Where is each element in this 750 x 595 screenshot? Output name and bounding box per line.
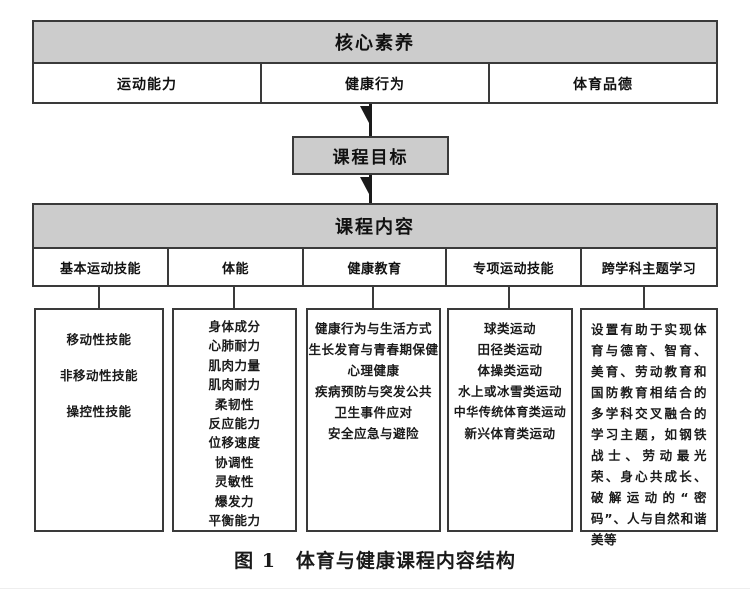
detail-box-physical-fitness: 身体成分 心肺耐力 肌肉力量 肌肉耐力 柔韧性 反应能力 位移速度 协调性 灵敏… xyxy=(172,308,297,532)
list-item: 田径类运动 xyxy=(477,342,543,357)
connector-column-3 xyxy=(372,287,374,308)
list-item: 安全应急与避险 xyxy=(327,426,419,441)
list-item: 生长发育与青春期保健 xyxy=(308,342,439,357)
core-literacy-cell-motor-ability: 运动能力 xyxy=(34,64,262,104)
arrow-shaft-literacy-to-goal xyxy=(369,104,372,136)
list-item: 操控性技能 xyxy=(66,404,132,419)
list-item: 肌肉力量 xyxy=(208,357,261,373)
detail-box-specialized-sports-skills: 球类运动 田径类运动 体操类运动 水上或冰雪类运动 中华传统体育类运动 新兴体育… xyxy=(447,308,573,532)
column-header-health-education: 健康教育 xyxy=(304,249,447,285)
list-item: 健康行为与生活方式 xyxy=(314,321,432,336)
detail-box-health-education: 健康行为与生活方式 生长发育与青春期保健 心理健康 疾病预防与突发公共卫生事件应… xyxy=(306,308,441,532)
list-item: 新兴体育类运动 xyxy=(464,426,556,441)
connector-column-5 xyxy=(643,287,645,308)
list-item: 肌肉耐力 xyxy=(208,377,261,393)
list-item: 球类运动 xyxy=(483,321,536,336)
list-item: 爆发力 xyxy=(214,493,254,509)
interdisciplinary-themes-paragraph: 设置有助于实现体育与德育、智育、美育、劳动教育和国防教育相结合的多学科交叉融合的… xyxy=(591,322,707,547)
connector-column-2 xyxy=(233,287,235,308)
arrow-shaft-goal-to-content xyxy=(369,175,372,203)
list-item: 移动性技能 xyxy=(66,332,132,347)
core-literacy-cell-sports-morality: 体育品德 xyxy=(573,77,633,93)
list-item: 平衡能力 xyxy=(208,513,261,529)
detail-list-basic-motor-skills: 移动性技能 非移动性技能 操控性技能 xyxy=(36,320,162,428)
list-item: 心理健康 xyxy=(347,363,400,378)
detail-box-interdisciplinary-themes: 设置有助于实现体育与德育、智育、美育、劳动教育和国防教育相结合的多学科交叉融合的… xyxy=(580,308,718,547)
core-literacy-title: 核心素养 xyxy=(34,22,716,64)
list-item: 中华传统体育类运动 xyxy=(453,405,567,419)
detail-box-basic-motor-skills: 移动性技能 非移动性技能 操控性技能 xyxy=(34,308,164,532)
detail-list-specialized-sports-skills: 球类运动 田径类运动 体操类运动 水上或冰雪类运动 中华传统体育类运动 新兴体育… xyxy=(449,318,571,444)
list-item: 非移动性技能 xyxy=(59,368,138,383)
list-item: 身体成分 xyxy=(208,319,261,334)
core-literacy-cell-health-behavior: 健康行为 xyxy=(262,64,490,104)
core-literacy-table: 核心素养 运动能力 健康行为 体育品德 xyxy=(32,20,718,104)
list-item: 体操类运动 xyxy=(477,363,543,378)
course-content-table: 课程内容 基本运动技能 体能 健康教育 专项运动技能 跨学科主题学习 xyxy=(32,203,718,287)
course-content-title: 课程内容 xyxy=(34,205,716,249)
figure-caption: 图 1 体育与健康课程内容结构 xyxy=(234,550,516,572)
column-header-specialized-sports-skills: 专项运动技能 xyxy=(447,249,582,285)
list-item: 反应能力 xyxy=(208,416,261,432)
course-goal-label: 课程目标 xyxy=(332,148,409,168)
detail-list-health-education: 健康行为与生活方式 生长发育与青春期保健 心理健康 疾病预防与突发公共卫生事件应… xyxy=(308,318,439,444)
list-item: 水上或冰雪类运动 xyxy=(457,384,562,399)
column-header-physical-fitness: 体能 xyxy=(169,249,304,285)
column-header-basic-motor-skills: 基本运动技能 xyxy=(34,249,169,285)
connector-column-4 xyxy=(508,287,510,308)
list-item: 疾病预防与突发公共卫生事件应对 xyxy=(314,384,432,420)
arrow-head-goal-to-content xyxy=(360,177,369,194)
page-bottom-rule xyxy=(0,588,750,589)
course-content-column-headers: 基本运动技能 体能 健康教育 专项运动技能 跨学科主题学习 xyxy=(34,249,716,285)
arrow-head-literacy-to-goal xyxy=(360,106,369,123)
column-header-interdisciplinary-themes: 跨学科主题学习 xyxy=(601,261,697,277)
list-item: 位移速度 xyxy=(208,435,261,451)
detail-list-physical-fitness: 身体成分 心肺耐力 肌肉力量 肌肉耐力 柔韧性 反应能力 位移速度 协调性 灵敏… xyxy=(174,317,295,530)
core-literacy-cell-row: 运动能力 健康行为 体育品德 xyxy=(34,64,716,104)
course-goal-box: 课程目标 xyxy=(292,136,449,175)
connector-column-1 xyxy=(98,287,100,308)
list-item: 柔韧性 xyxy=(214,396,254,412)
list-item: 协调性 xyxy=(214,454,254,470)
list-item: 心肺耐力 xyxy=(208,338,261,354)
list-item: 灵敏性 xyxy=(214,474,254,490)
